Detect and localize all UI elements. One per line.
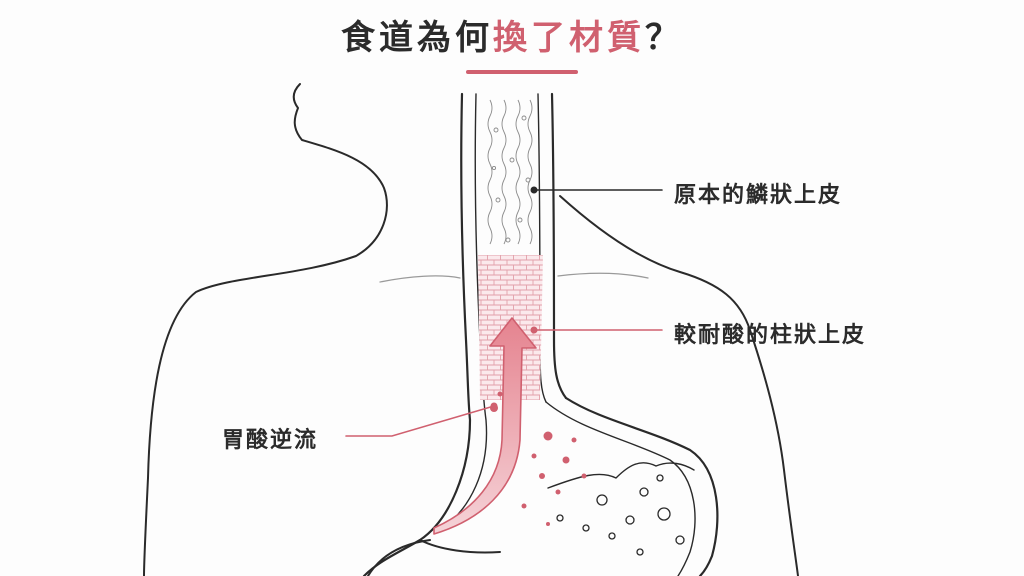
title-part-3: ？: [645, 18, 683, 58]
reflux-leader-dot: [490, 402, 498, 410]
stomach-outer: [564, 396, 719, 576]
stomach-fluid-line: [547, 462, 695, 489]
stomach: [367, 396, 719, 576]
squamous-texture: [487, 99, 533, 245]
right-clavicle-line: [557, 272, 649, 279]
label-acid-reflux: 胃酸逆流: [222, 428, 319, 453]
duodenum-line: [367, 539, 431, 576]
squamous-leader-dot: [530, 186, 538, 194]
right-shoulder-line: [559, 195, 799, 576]
title-part-1: 食道為何: [341, 18, 493, 58]
acid-bubbles: [556, 474, 685, 556]
title-part-accent: 換了材質: [493, 18, 645, 58]
body-outline: [143, 83, 799, 576]
title-underline: [466, 70, 578, 74]
page-title: 食道為何換了材質？: [0, 10, 1024, 59]
reflux-leader: [345, 405, 495, 437]
stomach-lower-curve: [419, 539, 501, 554]
label-squamous-epithelium: 原本的鱗狀上皮: [674, 183, 843, 208]
columnar-leader-dot: [530, 326, 538, 334]
left-clavicle-line: [379, 275, 461, 283]
label-columnar-epithelium: 較耐酸的柱狀上皮: [674, 323, 867, 348]
chin-neck-line: [143, 83, 388, 576]
stomach-inner: [545, 401, 696, 576]
reflux-arrow: [433, 317, 537, 535]
acid-dots: [490, 391, 587, 526]
esophagus-left-outer: [362, 92, 472, 576]
esophagus-right-outer: [550, 92, 568, 400]
leader-lines: [345, 186, 663, 437]
